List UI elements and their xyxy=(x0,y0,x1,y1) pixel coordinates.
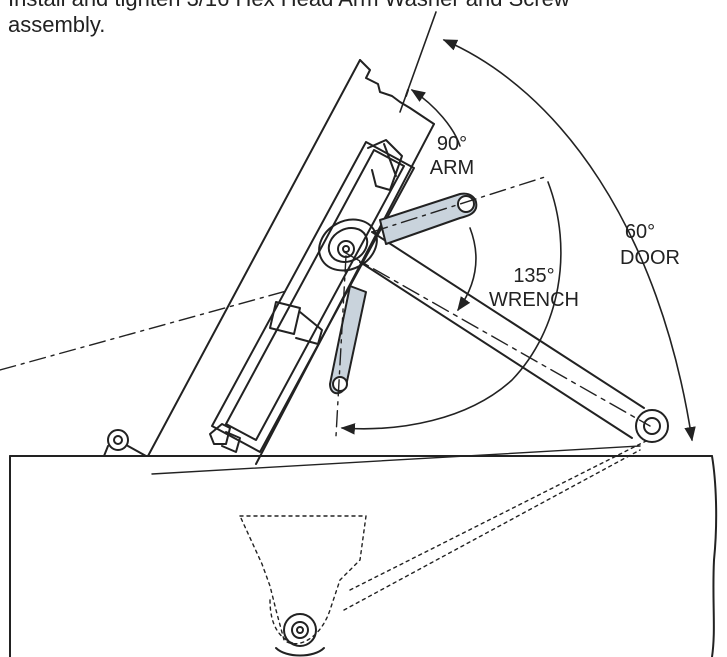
door-panel xyxy=(147,59,435,465)
caption-line-2: assembly. xyxy=(8,12,106,37)
wrench-angle-value: 135° xyxy=(513,265,554,287)
caption-line-1: Install and tighten 3/16 Hex Head Arm Wa… xyxy=(8,0,723,12)
door-angle-arc xyxy=(442,39,696,442)
closer-body xyxy=(209,139,415,453)
door-label: DOOR xyxy=(620,247,680,269)
arm-positions xyxy=(329,192,478,395)
arm-label: ARM xyxy=(430,157,474,179)
door-angle-value: 60° xyxy=(625,221,655,243)
wrench-label: WRENCH xyxy=(489,289,579,311)
arm-angle-value: 90° xyxy=(437,133,467,155)
header-shoe xyxy=(239,439,649,645)
door-hinge xyxy=(103,429,147,457)
closer-arm xyxy=(151,231,669,475)
door-frame-header xyxy=(9,455,718,657)
instruction-caption: Install and tighten 3/16 Hex Head Arm Wa… xyxy=(8,0,723,38)
header-pivot xyxy=(275,613,325,657)
door-axis-line xyxy=(399,11,437,113)
